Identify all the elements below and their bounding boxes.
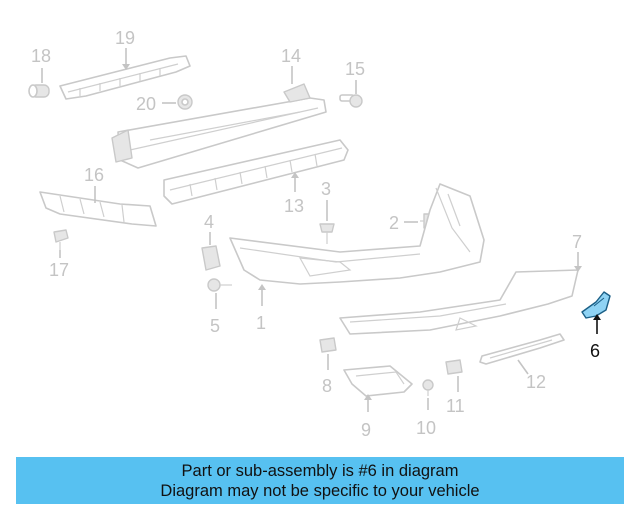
callout-12[interactable]: 12 xyxy=(526,372,546,392)
callout-13[interactable]: 13 xyxy=(284,196,304,216)
part-18[interactable] xyxy=(28,84,50,98)
part-19[interactable] xyxy=(59,55,191,100)
part-13[interactable] xyxy=(163,139,349,205)
callout-17[interactable]: 17 xyxy=(49,260,69,280)
leader-12 xyxy=(517,359,529,375)
callout-10[interactable]: 10 xyxy=(416,418,436,438)
part-20[interactable] xyxy=(177,94,193,110)
banner-line-2: Diagram may not be specific to your vehi… xyxy=(160,481,480,500)
arrow-7 xyxy=(574,266,582,272)
arrow-1 xyxy=(258,284,266,290)
part-1[interactable] xyxy=(229,183,485,285)
part-15[interactable] xyxy=(339,94,363,108)
part-6[interactable] xyxy=(581,291,611,319)
callout-1[interactable]: 1 xyxy=(256,313,266,333)
part-11[interactable] xyxy=(445,359,463,375)
callout-2[interactable]: 2 xyxy=(389,213,399,233)
callout-16[interactable]: 16 xyxy=(84,165,104,185)
info-banner: Part or sub-assembly is #6 in diagram Di… xyxy=(16,457,624,504)
callout-5[interactable]: 5 xyxy=(210,316,220,336)
part-17[interactable] xyxy=(53,229,69,250)
arrow-13 xyxy=(291,172,299,178)
part-16[interactable] xyxy=(39,191,157,227)
part-5[interactable] xyxy=(207,278,232,292)
arrow-9 xyxy=(364,394,372,400)
part-10[interactable] xyxy=(422,379,434,396)
part-4[interactable] xyxy=(201,245,221,271)
callout-6[interactable]: 6 xyxy=(590,341,600,361)
part-3[interactable] xyxy=(319,223,335,244)
callout-7[interactable]: 7 xyxy=(572,232,582,252)
arrow-19 xyxy=(122,64,130,70)
part-7[interactable] xyxy=(339,269,579,335)
callout-11[interactable]: 11 xyxy=(446,396,465,416)
callout-3[interactable]: 3 xyxy=(321,179,331,199)
callout-14[interactable]: 14 xyxy=(281,46,301,66)
part-8[interactable] xyxy=(319,337,337,353)
arrow-6 xyxy=(593,314,601,320)
callout-8[interactable]: 8 xyxy=(322,376,332,396)
part-14[interactable] xyxy=(111,83,327,169)
callout-18[interactable]: 18 xyxy=(31,46,51,66)
banner-line-1: Part or sub-assembly is #6 in diagram xyxy=(181,461,459,480)
callout-4[interactable]: 4 xyxy=(204,212,214,232)
callout-19[interactable]: 19 xyxy=(115,28,135,48)
callout-20[interactable]: 20 xyxy=(136,94,156,114)
callout-9[interactable]: 9 xyxy=(361,420,371,440)
part-12[interactable] xyxy=(479,333,565,365)
part-9[interactable] xyxy=(343,365,413,397)
callout-15[interactable]: 15 xyxy=(345,59,365,79)
